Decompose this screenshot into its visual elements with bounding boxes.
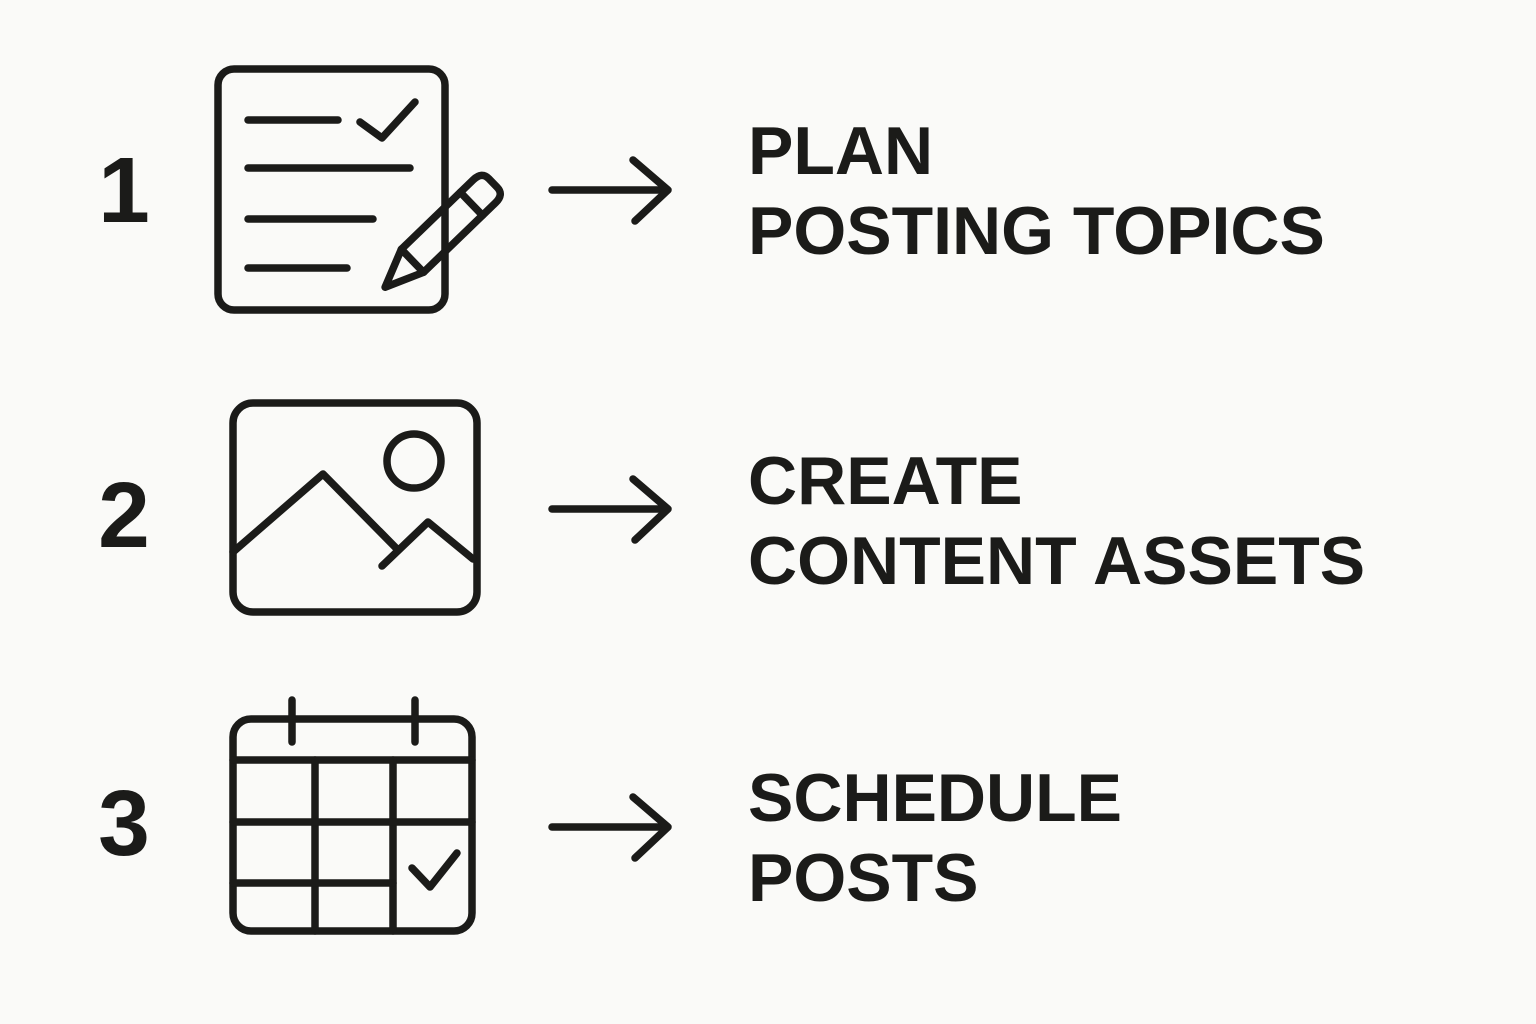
step-label-line1: CREATE: [748, 443, 1023, 519]
step-label-line1: SCHEDULE: [748, 760, 1123, 836]
calendar-check-icon: [228, 696, 478, 936]
image-icon: [225, 395, 485, 620]
step-label-line2: CONTENT ASSETS: [748, 523, 1366, 599]
arrow-right-icon: [545, 474, 675, 544]
checklist-pencil-icon: [200, 60, 510, 315]
step-label: PLAN POSTING TOPICS: [748, 111, 1325, 271]
step-label-line2: POSTING TOPICS: [748, 193, 1325, 269]
step-label: CREATE CONTENT ASSETS: [748, 441, 1365, 601]
step-label-line2: POSTS: [748, 840, 979, 916]
step-number: 3: [98, 771, 150, 875]
step-number: 1: [98, 138, 150, 242]
step-number: 2: [98, 463, 150, 567]
step-label-line1: PLAN: [748, 113, 934, 189]
step-label: SCHEDULE POSTS: [748, 758, 1122, 918]
arrow-right-icon: [545, 155, 675, 225]
arrow-right-icon: [545, 792, 675, 862]
